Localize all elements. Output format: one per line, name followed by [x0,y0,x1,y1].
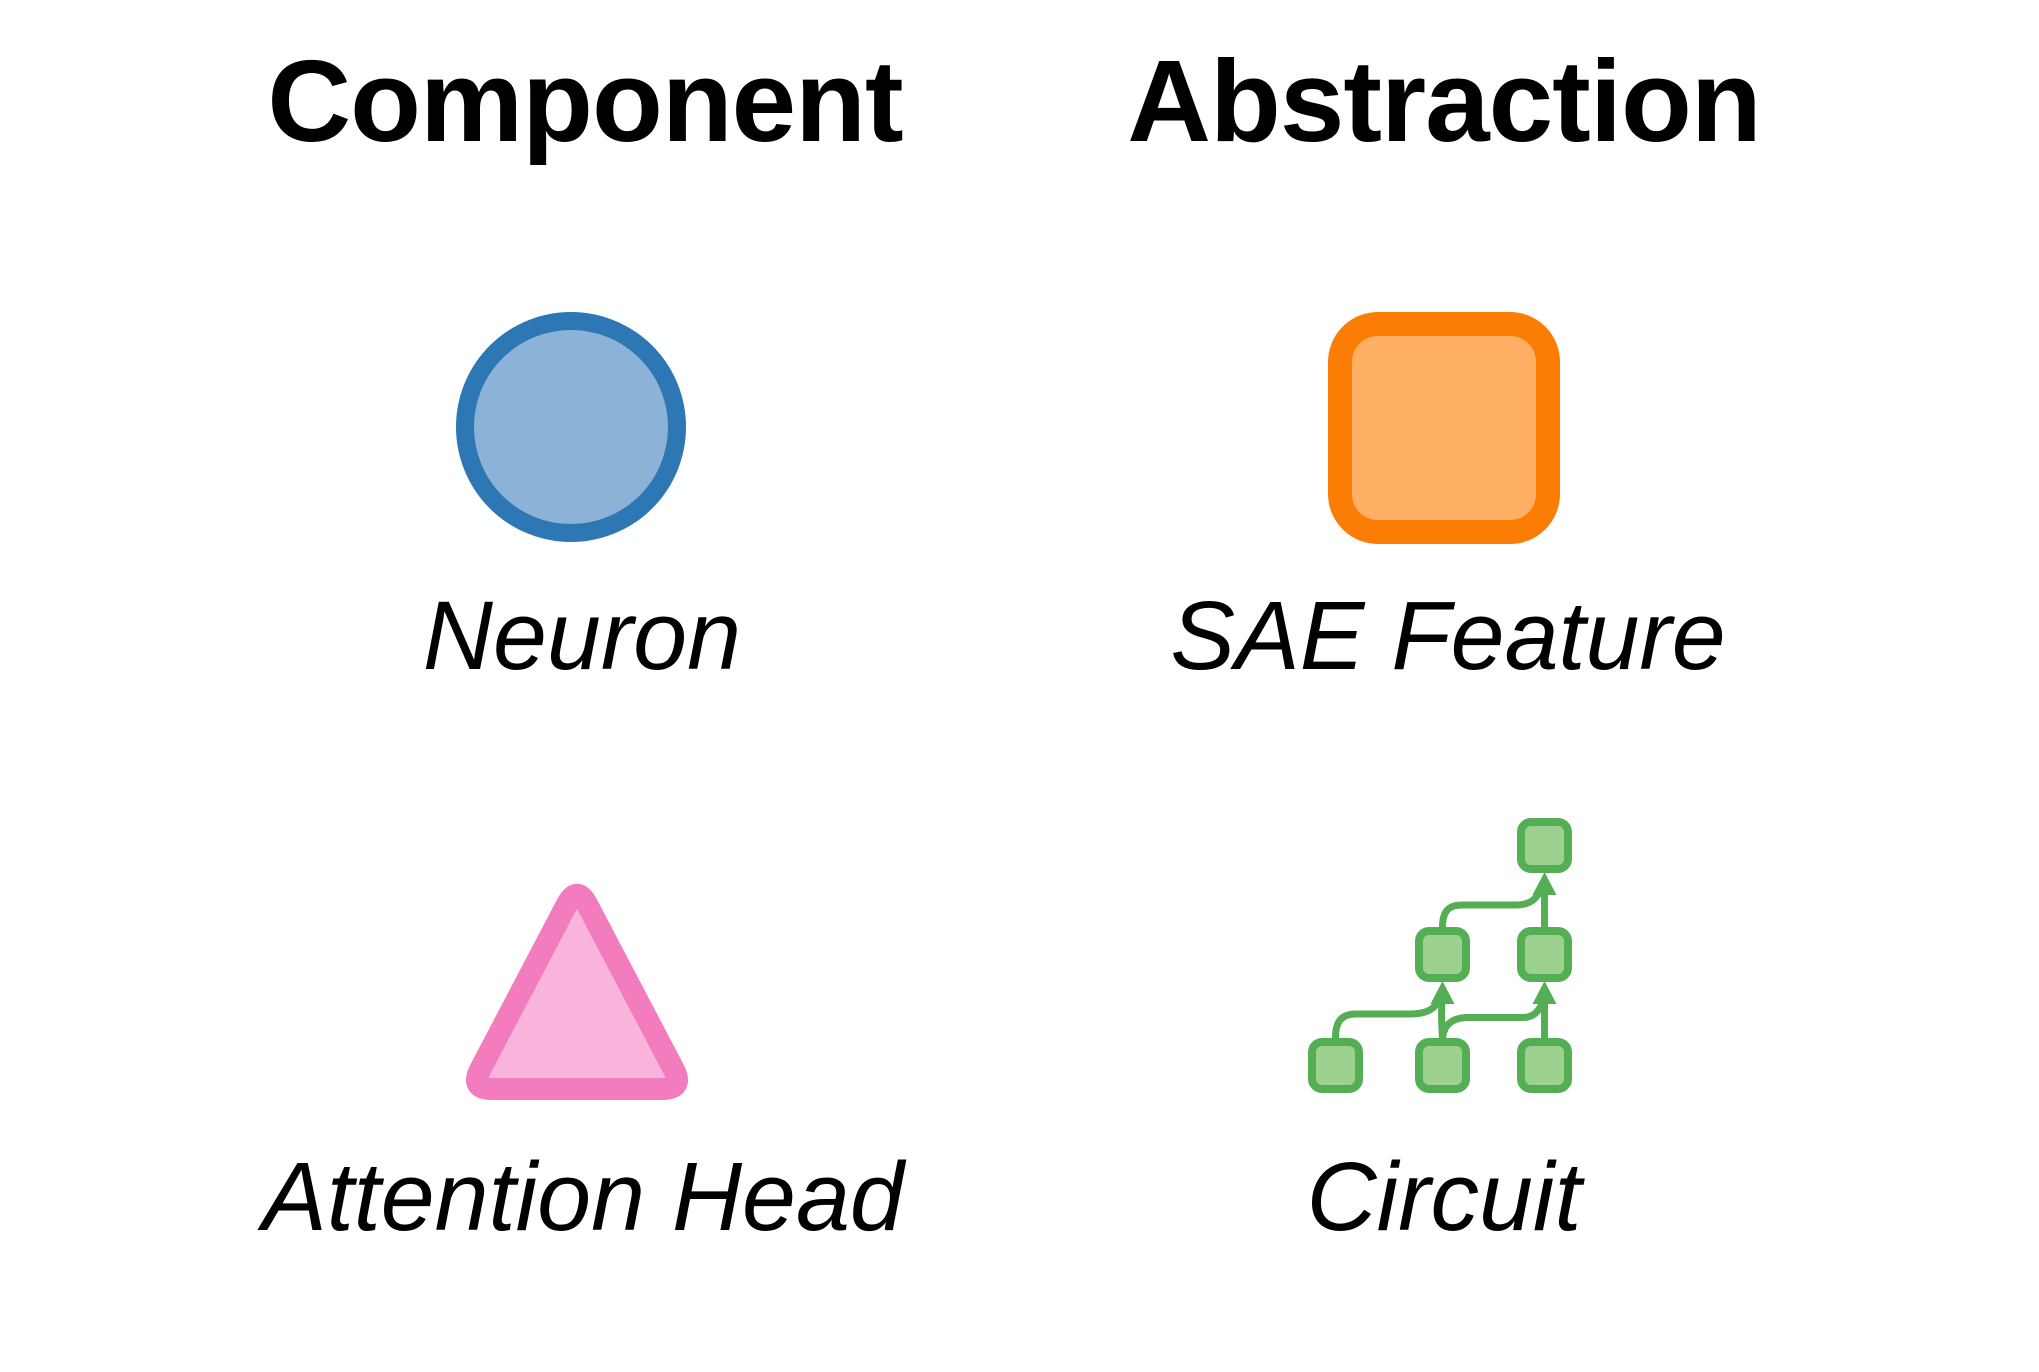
circuit-graph-icon [1308,818,1572,1093]
circuit-edges [1332,885,1548,1042]
neuron-circle [456,312,686,542]
circuit-label: Circuit [1306,1142,1582,1251]
sae-feature-label: SAE Feature [1170,581,1726,690]
circuit-arrowheads [1430,872,1557,1004]
attention-head-label: Attention Head [262,1142,904,1251]
sae-feature-square-icon [1328,312,1560,544]
circuit-node-top [1517,818,1572,873]
circuit-node-bottom-right [1517,1038,1572,1093]
attention-head-triangle-icon [466,884,688,1100]
circuit-edge [1439,994,1547,1042]
circuit-node-bottom-middle [1415,1038,1470,1093]
sae-feature-square [1328,312,1560,544]
circuit-arrowhead [1430,981,1455,1004]
column-title-abstraction: Abstraction [1127,36,1762,166]
circuit-arrowhead [1532,981,1557,1004]
neuron-label: Neuron [422,581,742,690]
circuit-node-bottom-left [1308,1038,1363,1093]
attention-head-triangle [466,884,688,1100]
circuit-nodes [1308,818,1572,1093]
circuit-edge [1439,885,1545,931]
column-title-component: Component [267,36,903,166]
circuit-node-mid-left [1415,927,1470,982]
neuron-circle-icon [456,312,686,542]
circuit-arrowhead [1532,872,1557,895]
circuit-node-mid-right [1517,927,1572,982]
circuit-edge [1332,994,1444,1042]
